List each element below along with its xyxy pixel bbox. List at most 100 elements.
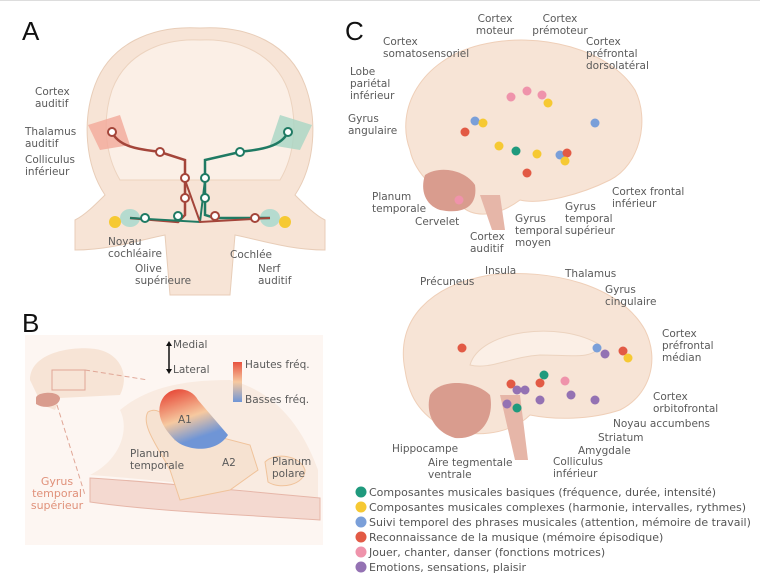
lateral-gyrus-angulaire-label: angulaire	[348, 125, 397, 137]
region-dot-complex	[623, 353, 633, 363]
region-dot-motor	[522, 86, 532, 96]
region-dot-emotion	[502, 399, 512, 409]
medial-thalamus-label: Thalamus	[564, 268, 616, 280]
region-dot-motor	[560, 376, 570, 386]
panel-a-coronal-section	[74, 27, 326, 296]
panel-c-medial-brain	[402, 272, 653, 460]
medial-gyrus-cingulaire-label: Gyrus	[605, 284, 636, 296]
medial-aire-tegmentale-ventrale-label: Aire tegmentale	[428, 457, 513, 469]
panel-letter-b: B	[22, 308, 39, 338]
region-dot-recognition	[522, 168, 532, 178]
panel-a-nerf-auditif-label: Nerf	[258, 263, 281, 275]
lateral-cortex-prefrontal-dorsolateral-label: Cortex	[586, 36, 621, 48]
medial-cortex-orbitofrontal-label: orbitofrontal	[653, 403, 718, 415]
region-dot-recognition	[562, 148, 572, 158]
panel-b-a2-label: A2	[222, 457, 236, 469]
legend-swatch-emotion	[355, 561, 367, 573]
region-dot-emotion	[600, 349, 610, 359]
legend-swatch-recognition	[355, 531, 367, 543]
lateral-cortex-prefrontal-dorsolateral-label: dorsolatéral	[586, 60, 649, 72]
region-dot-basic	[511, 146, 521, 156]
medial-amygdale-label: Amygdale	[578, 445, 631, 457]
lateral-cortex-prefrontal-dorsolateral-label: préfrontal	[586, 48, 638, 60]
region-dot-basic	[539, 370, 549, 380]
region-dot-motor	[537, 90, 547, 100]
lateral-lobe-parietal-inferieur-label: inférieur	[350, 90, 395, 102]
region-dot-recognition	[618, 346, 628, 356]
panel-b-gyrus-temporal-superieur-label: supérieur	[31, 499, 84, 512]
legend: Composantes musicales basiques (fréquenc…	[355, 486, 751, 574]
medial-aire-tegmentale-ventrale-label: ventrale	[428, 469, 472, 481]
region-dot-motor	[454, 195, 464, 205]
lateral-planum-temporale-label: temporale	[372, 203, 426, 215]
panel-a-nerf-auditif-label: auditif	[258, 275, 292, 287]
lateral-gyrus-temporal-superieur-label: supérieur	[565, 225, 616, 237]
low-frequency-label: Basses fréq.	[245, 394, 309, 406]
region-dot-complex	[560, 156, 570, 166]
medial-precuneus-label: Précuneus	[420, 276, 474, 288]
medial-cortex-orbitofrontal-label: Cortex	[653, 391, 688, 403]
medial-insula-label: Insula	[485, 265, 516, 277]
legend-label-motor: Jouer, chanter, danser (fonctions motric…	[368, 546, 605, 559]
region-dot-emotion	[520, 385, 530, 395]
region-dot-emotion	[535, 395, 545, 405]
panel-a-cortex-auditif-label: auditif	[35, 98, 69, 110]
lateral-cortex-moteur-label: moteur	[476, 25, 515, 37]
panel-b-planum-temporale-label: Planum	[130, 448, 169, 460]
panel-b-gyrus-temporal-superieur-label: Gyrus	[41, 475, 74, 488]
lateral-cortex-auditif-label: Cortex	[470, 231, 505, 243]
region-dot-emotion	[590, 395, 600, 405]
lateral-cortex-premoteur-label: prémoteur	[532, 25, 588, 37]
medial-colliculus-inferieur-label: Colliculus	[553, 456, 603, 468]
region-dot-temporal	[555, 150, 565, 160]
medial-cortex-prefrontal-median-label: préfrontal	[662, 340, 714, 352]
region-dot-emotion	[512, 385, 522, 395]
lateral-cortex-frontal-inferieur-label: inférieur	[612, 198, 657, 210]
lateral-lobe-parietal-inferieur-label: pariétal	[350, 78, 390, 90]
region-dot-temporal	[470, 116, 480, 126]
lateral-gyrus-temporal-superieur-label: temporal	[565, 213, 613, 225]
medial-colliculus-inferieur-label: inférieur	[553, 468, 598, 480]
lateral-planum-temporale-label: Planum	[372, 191, 411, 203]
region-dot-complex	[532, 149, 542, 159]
medial-cortex-prefrontal-median-label: Cortex	[662, 328, 697, 340]
lateral-cervelet-label: Cervelet	[415, 216, 459, 228]
region-dot-complex	[543, 98, 553, 108]
legend-label-basic: Composantes musicales basiques (fréquenc…	[369, 486, 716, 499]
lateral-lobe-parietal-inferieur-label: Lobe	[350, 66, 375, 78]
lateral-gyrus-temporal-moyen-label: Gyrus	[515, 213, 546, 225]
legend-label-complex: Composantes musicales complexes (harmoni…	[369, 501, 746, 514]
panel-letter-c: C	[345, 16, 364, 46]
lateral-cortex-somatosensoriel-label: somatosensoriel	[383, 48, 469, 60]
panel-a-noyau-cochleaire-label: Noyau	[108, 236, 142, 248]
panel-b-planum-polare-label: Planum	[272, 456, 311, 468]
panel-a-thalamus-auditif-label: Thalamus	[24, 126, 76, 138]
legend-label-recognition: Reconnaissance de la musique (mémoire ép…	[369, 531, 663, 544]
legend-swatch-motor	[355, 546, 367, 558]
lateral-cortex-somatosensoriel-label: Cortex	[383, 36, 418, 48]
region-dots	[454, 86, 633, 413]
region-dot-motor	[506, 92, 516, 102]
panel-a-colliculus-inferieur-label: Colliculus	[25, 154, 75, 166]
lateral-cortex-auditif-label: auditif	[470, 243, 504, 255]
medial-hippocampe-label: Hippocampe	[392, 443, 458, 455]
high-frequency-label: Hautes fréq.	[245, 359, 310, 371]
panel-a-noyau-cochleaire-label: cochléaire	[108, 248, 162, 260]
region-dot-emotion	[566, 390, 576, 400]
panel-a-colliculus-inferieur-label: inférieur	[25, 166, 70, 178]
region-dot-recognition	[506, 379, 516, 389]
panel-a-olive-superieure-label: Olive	[135, 263, 162, 275]
panel-b-auditory-cortex: Medial Lateral Hautes fréq. Basses fréq.	[25, 335, 323, 545]
medial-noyau-accumbens-label: Noyau accumbens	[613, 418, 710, 430]
lateral-label: Lateral	[173, 364, 210, 376]
region-dot-temporal	[592, 343, 602, 353]
lateral-cortex-premoteur-label: Cortex	[543, 13, 578, 25]
legend-swatch-temporal	[355, 516, 367, 528]
panel-a-thalamus-auditif-label: auditif	[25, 138, 59, 150]
panel-a-cochlee-label: Cochlée	[230, 249, 272, 261]
region-dot-recognition	[460, 127, 470, 137]
lateral-gyrus-angulaire-label: Gyrus	[348, 113, 379, 125]
panel-b-a1-label: A1	[178, 414, 192, 426]
medial-cortex-prefrontal-median-label: médian	[662, 352, 701, 364]
lateral-gyrus-temporal-moyen-label: moyen	[515, 237, 551, 249]
